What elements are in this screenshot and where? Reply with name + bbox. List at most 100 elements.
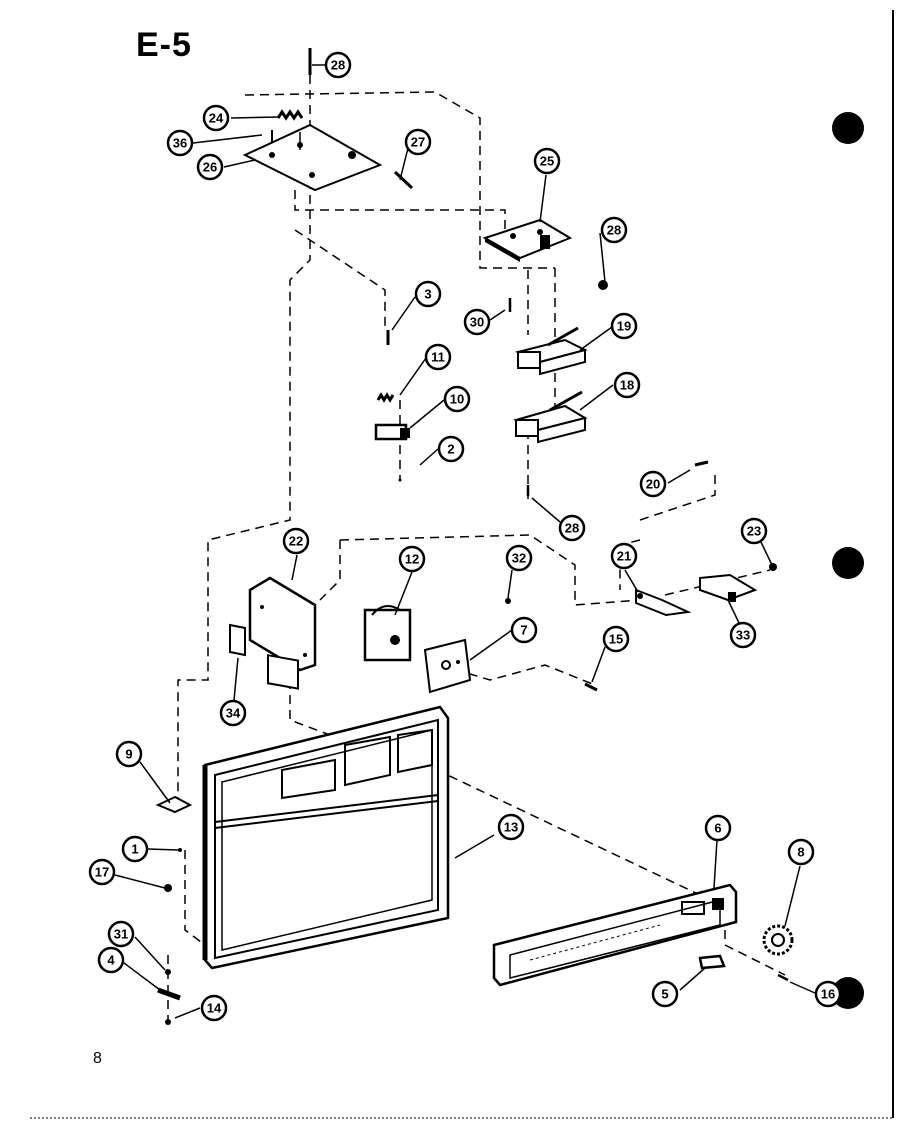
- callout-circle: [639, 470, 667, 498]
- part-14-screw: [165, 1019, 171, 1025]
- callout-label: 21: [617, 549, 631, 564]
- callout-20: 20: [639, 470, 667, 498]
- callout-22: 22: [282, 527, 310, 555]
- callout-21: 21: [610, 542, 638, 570]
- callout-label: 6: [714, 821, 721, 836]
- diagram-title: E-5: [136, 26, 192, 64]
- callout-circle: [202, 104, 230, 132]
- callout-7: 7: [510, 616, 538, 644]
- part-15-screw: [584, 682, 598, 692]
- part-7-plate: [423, 638, 472, 694]
- callout-circle: [600, 216, 628, 244]
- callout-circle: [200, 994, 228, 1022]
- callout-24: 24: [202, 104, 230, 132]
- callout-circle: [610, 312, 638, 340]
- part-33-bracket: [699, 573, 758, 602]
- callout-label: 18: [620, 378, 634, 393]
- part-19-block: [514, 326, 588, 376]
- callout-25: 25: [533, 147, 561, 175]
- callout-label: 30: [470, 315, 484, 330]
- part-20-screw: [694, 460, 709, 467]
- callout-19: 19: [610, 312, 638, 340]
- callout-1: 1: [121, 835, 149, 863]
- callout-circle: [740, 517, 768, 545]
- callout-34: 34: [219, 699, 247, 727]
- callout-label: 34: [226, 706, 241, 721]
- callout-label: 24: [209, 111, 224, 126]
- callout-label: 16: [821, 987, 835, 1002]
- callout-10: 10: [443, 385, 471, 413]
- callout-circle: [610, 542, 638, 570]
- callout-circle: [166, 129, 194, 157]
- assembly-lines: [167, 60, 786, 1020]
- callout-label: 13: [504, 820, 518, 835]
- callout-label: 28: [331, 58, 345, 73]
- callout-4: 4: [97, 946, 125, 974]
- callout-3: 3: [414, 280, 442, 308]
- callout-27: 27: [404, 128, 432, 156]
- part-11-spring: [376, 392, 395, 403]
- callout-label: 12: [405, 552, 419, 567]
- callout-circle: [533, 147, 561, 175]
- part-18-block: [513, 390, 588, 444]
- callout-label: 31: [114, 927, 128, 942]
- callout-17: 17: [88, 858, 116, 886]
- callout-circle: [602, 625, 630, 653]
- part-32-nut: [505, 598, 511, 604]
- callout-36: 36: [166, 129, 194, 157]
- part-34-label: [229, 623, 246, 657]
- callout-label: 10: [450, 392, 464, 407]
- page-number: 8: [93, 1050, 102, 1067]
- callout-circle: [414, 280, 442, 308]
- callout-label: 3: [424, 287, 431, 302]
- callout-label: 25: [540, 154, 554, 169]
- callout-23: 23: [740, 517, 768, 545]
- part-16-screw: [777, 973, 789, 982]
- part-27-screw: [393, 170, 414, 190]
- callout-28: 28: [600, 216, 628, 244]
- binder-hole-bottom: [832, 977, 864, 1009]
- callout-label: 28: [607, 223, 621, 238]
- part-1-screw: [178, 848, 182, 852]
- part-28-nut: [598, 280, 608, 290]
- callout-circle: [97, 946, 125, 974]
- part-8-dial: [762, 924, 794, 956]
- part-22-board: [248, 576, 317, 690]
- callout-circle: [121, 835, 149, 863]
- callout-circle: [398, 545, 426, 573]
- callout-label: 28: [565, 521, 579, 536]
- part-12-timer: [363, 605, 412, 662]
- callout-label: 5: [661, 987, 668, 1002]
- callout-16: 16: [814, 980, 842, 1008]
- part-9-hinge: [155, 795, 193, 814]
- callout-30: 30: [463, 308, 491, 336]
- callout-circle: [463, 308, 491, 336]
- callout-label: 2: [447, 442, 454, 457]
- callout-circle: [437, 435, 465, 463]
- callout-circle: [651, 980, 679, 1008]
- callout-circle: [729, 621, 757, 649]
- callout-2: 2: [437, 435, 465, 463]
- callout-label: 8: [797, 845, 804, 860]
- part-31-washer: [165, 969, 171, 975]
- callout-33: 33: [729, 621, 757, 649]
- binder-hole-middle: [832, 547, 864, 579]
- callout-label: 1: [131, 842, 138, 857]
- callout-circle: [282, 527, 310, 555]
- callout-6: 6: [704, 814, 732, 842]
- callout-circle: [787, 838, 815, 866]
- part-25-bracket: [482, 218, 573, 262]
- callout-label: 9: [125, 747, 132, 762]
- callout-13: 13: [497, 813, 525, 841]
- leader-lines: [114, 64, 816, 1019]
- callout-circle: [324, 51, 352, 79]
- callout-label: 14: [207, 1001, 222, 1016]
- callout-label: 20: [646, 477, 660, 492]
- callout-circle: [613, 371, 641, 399]
- callout-11: 11: [424, 343, 452, 371]
- callout-circle: [107, 920, 135, 948]
- part-13-door-frame: [202, 705, 450, 970]
- binder-hole-top: [832, 112, 864, 144]
